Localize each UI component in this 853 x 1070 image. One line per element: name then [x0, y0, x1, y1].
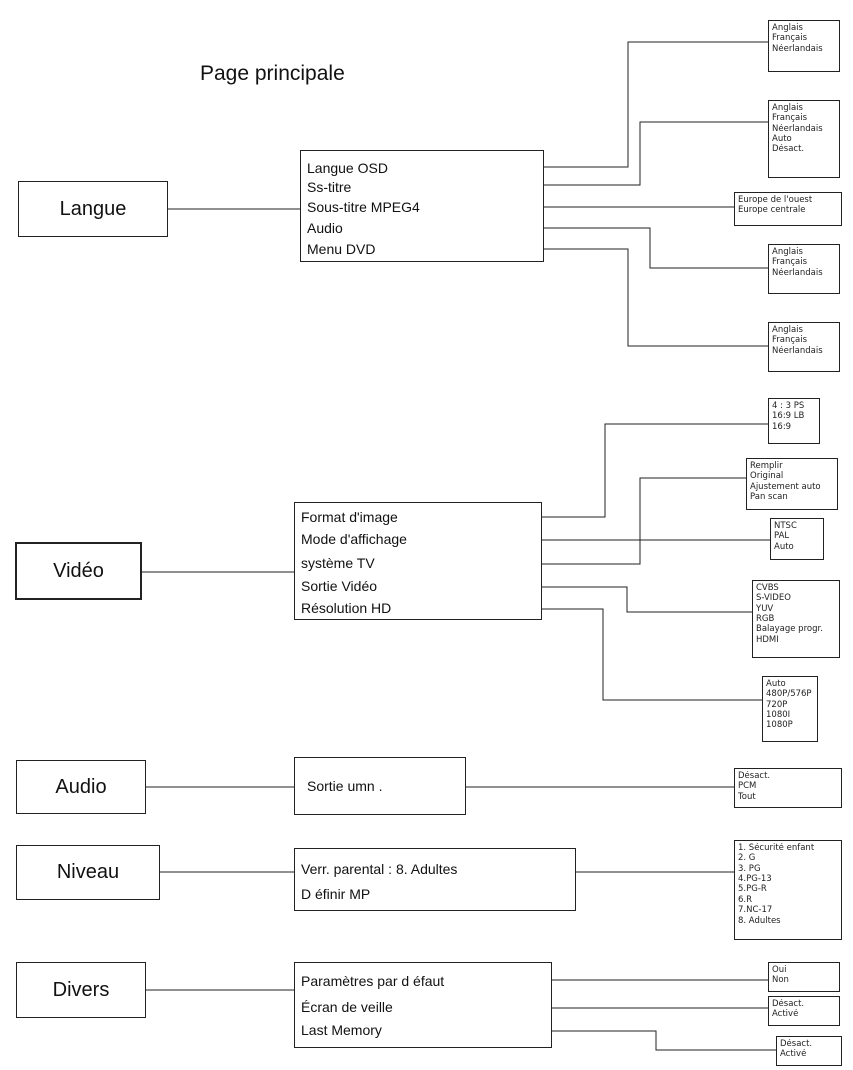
menu-item-format: Format d'image — [301, 509, 398, 525]
connector-langue-osd — [440, 41, 768, 168]
category-video: Vidéo — [15, 542, 142, 600]
options-resolution: Auto 480P/576P 720P 1080I 1080P — [762, 676, 818, 742]
menu-item-parental: Verr. parental : 8. Adultes — [301, 861, 458, 877]
options-mode: Remplir Original Ajustement auto Pan sca… — [746, 458, 838, 510]
menu-item-memory: Last Memory — [301, 1022, 382, 1038]
menu-item-mpeg4: Sous-titre MPEG4 — [307, 199, 420, 215]
options-menu-dvd: Anglais Français Néerlandais — [768, 322, 840, 372]
page-title: Page principale — [200, 62, 345, 85]
menu-item-langue-osd: Langue OSD — [307, 160, 388, 176]
menu-item-mode: Mode d'affichage — [301, 531, 407, 547]
options-memory: Désact. Activé — [776, 1036, 842, 1066]
options-tv: NTSC PAL Auto — [770, 518, 824, 560]
options-defaut: Oui Non — [768, 962, 840, 992]
options-veille: Désact. Activé — [768, 996, 840, 1026]
menu-audio: Sortie umn . — [294, 757, 466, 815]
menu-item-sortie-video: Sortie Vidéo — [301, 578, 378, 594]
options-sortie-num: Désact. PCM Tout — [734, 768, 842, 808]
connector-memory — [456, 1030, 776, 1051]
category-langue: Langue — [18, 181, 168, 237]
menu-item-defaut: Paramètres par d éfaut — [301, 973, 445, 989]
menu-video: Format d'image Mode d'affichage système … — [294, 502, 542, 620]
menu-niveau: Verr. parental : 8. Adultes D éfinir MP — [294, 848, 576, 911]
connector-mode — [470, 477, 746, 541]
category-divers: Divers — [16, 962, 146, 1018]
options-audio-lang: Anglais Français Néerlandais — [768, 244, 840, 294]
connector-tv — [470, 539, 770, 565]
menu-item-definir-mp: D éfinir MP — [301, 886, 371, 902]
menu-item-menu-dvd: Menu DVD — [307, 241, 376, 257]
options-format: 4 : 3 PS 16:9 LB 16:9 — [768, 398, 820, 444]
menu-item-audio-lang: Audio — [307, 220, 343, 236]
menu-divers: Paramètres par d éfaut Écran de veille L… — [294, 962, 552, 1048]
connector-menu-dvd — [412, 248, 768, 347]
menu-langue: Langue OSD Ss-titre Sous-titre MPEG4 Aud… — [300, 150, 544, 262]
options-langue-osd: Anglais Français Néerlandais — [768, 20, 840, 72]
connector-resolution — [430, 608, 762, 701]
menu-item-sortie-num: Sortie umn . — [307, 778, 383, 794]
menu-item-sstitre: Ss-titre — [307, 179, 352, 195]
menu-item-resolution: Résolution HD — [301, 600, 392, 616]
options-mpeg4: Europe de l'ouest Europe centrale — [734, 192, 842, 226]
options-parental: 1. Sécurité enfant 2. G 3. PG 4.PG-13 5.… — [734, 840, 842, 940]
category-audio: Audio — [16, 760, 146, 814]
options-sstitre: Anglais Français Néerlandais Auto Désact… — [768, 100, 840, 178]
category-niveau: Niveau — [16, 845, 160, 900]
options-sortie-video: CVBS S-VIDEO YUV RGB Balayage progr. HDM… — [752, 580, 840, 658]
menu-item-veille: Écran de veille — [301, 999, 393, 1015]
menu-item-tv: système TV — [301, 555, 375, 571]
